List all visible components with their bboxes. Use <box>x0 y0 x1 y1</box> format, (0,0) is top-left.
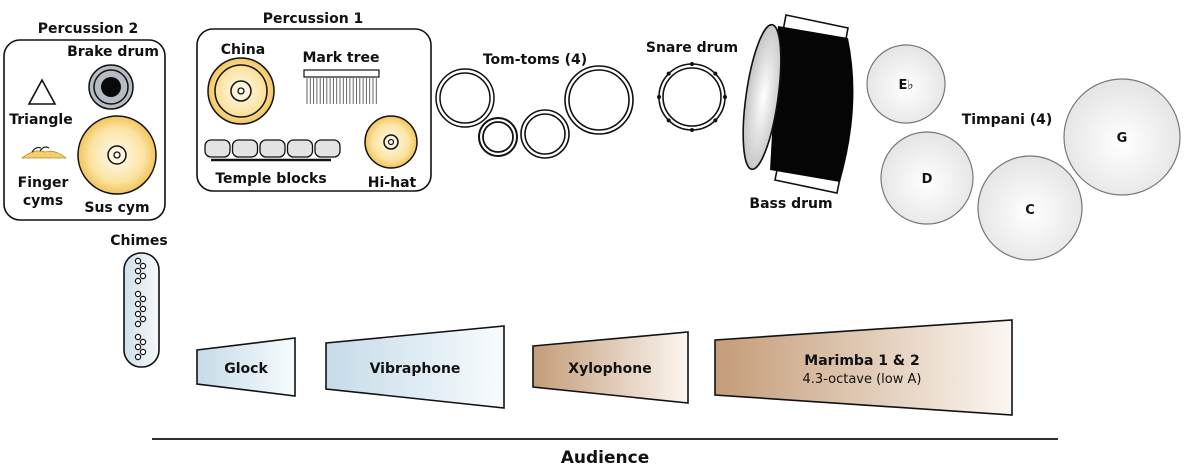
mark-tree-icon <box>303 69 380 104</box>
percussion-2-group: Percussion 2 Brake drum Triangle Finger … <box>3 21 166 221</box>
chime-tube <box>139 315 147 323</box>
marimba: Marimba 1 & 2 4.3-octave (low A) <box>714 319 1013 416</box>
chime-tube <box>134 333 142 341</box>
audience-label: Audience <box>561 448 650 468</box>
vibraphone: Vibraphone <box>325 325 505 409</box>
snare-lug <box>666 71 671 76</box>
snare-lug <box>690 128 694 132</box>
hi-hat-icon <box>364 115 418 169</box>
bass-drum-group: Bass drum <box>742 14 854 212</box>
glockenspiel-frame <box>196 337 296 397</box>
snare-lug <box>690 62 694 66</box>
suspended-cymbal-label: Sus cym <box>84 200 149 216</box>
marimba-frame <box>714 319 1013 416</box>
snare-lug <box>666 118 671 123</box>
chime-tube <box>139 272 147 280</box>
snare-drum-label: Snare drum <box>646 40 738 56</box>
snare-lug <box>713 71 718 76</box>
percussion-2-title: Percussion 2 <box>38 21 139 37</box>
timpani-note-g: G <box>1117 131 1128 146</box>
percussion-1-box <box>196 28 432 192</box>
timpani-e-flat: E♭ <box>866 44 946 124</box>
percussion-1-group: Percussion 1 China Mark tree Temple bloc… <box>196 11 432 192</box>
timpani-note-c: C <box>1025 203 1035 218</box>
chime-tube <box>134 343 142 351</box>
tom-tom-1 <box>435 68 495 128</box>
timpani-note-d: D <box>922 172 933 187</box>
brake-drum-label: Brake drum <box>67 44 159 60</box>
vibraphone-frame <box>325 325 505 409</box>
temple-block <box>314 139 341 158</box>
chime-tube <box>134 277 142 285</box>
snare-lug <box>713 118 718 123</box>
hi-hat-label: Hi-hat <box>368 175 417 191</box>
chime-tube <box>139 262 147 270</box>
tom-toms-label: Tom-toms (4) <box>483 52 587 68</box>
suspended-cymbal-icon <box>77 115 157 195</box>
bass-drum-label: Bass drum <box>749 196 832 212</box>
chime-tubes <box>134 257 147 361</box>
tom-tom-4 <box>564 65 634 135</box>
temple-block <box>231 139 259 158</box>
finger-cymbals-label-line2: cyms <box>23 193 63 209</box>
temple-blocks-label: Temple blocks <box>215 171 326 187</box>
chime-tube <box>139 305 147 313</box>
chime-tube <box>139 295 147 303</box>
glockenspiel-label: Glock <box>224 361 268 377</box>
chime-tube <box>139 348 147 356</box>
timpani-label: Timpani (4) <box>962 112 1053 128</box>
snare-lug <box>657 95 661 99</box>
timpani-note-e-flat: E♭ <box>898 78 913 93</box>
snare-drum-icon <box>657 62 727 132</box>
tom-tom-2 <box>478 117 518 157</box>
snare-drum-group: Snare drum <box>646 40 738 132</box>
triangle-label: Triangle <box>9 112 72 128</box>
temple-block <box>204 139 231 158</box>
temple-block <box>286 139 314 158</box>
percussion-1-title: Percussion 1 <box>263 11 364 27</box>
timpani-g: G <box>1063 78 1181 196</box>
marimba-label: Marimba 1 & 2 <box>804 353 919 369</box>
temple-blocks-icon <box>204 139 341 158</box>
temple-block <box>259 139 286 158</box>
chimes-group: Chimes <box>110 233 168 368</box>
mark-tree-label: Mark tree <box>302 50 379 66</box>
timpani-c: C <box>977 155 1083 261</box>
percussion-2-box <box>3 39 166 221</box>
tom-tom-3 <box>520 109 570 159</box>
marimba-subtitle: 4.3-octave (low A) <box>803 372 922 387</box>
china-label: China <box>221 42 265 58</box>
chime-tube <box>139 338 147 346</box>
chimes-label: Chimes <box>110 233 167 249</box>
chime-tube <box>134 257 142 265</box>
chime-tube <box>134 300 142 308</box>
bass-drum-icon <box>742 14 854 194</box>
chime-tube <box>134 290 142 298</box>
brake-drum-icon <box>88 64 134 110</box>
glockenspiel: Glock <box>196 337 296 397</box>
china-cymbal-icon <box>207 57 275 125</box>
triangle-icon <box>27 78 57 105</box>
finger-cymbals-label-line1: Finger <box>18 175 69 191</box>
vibraphone-label: Vibraphone <box>370 361 461 377</box>
chime-tube <box>134 310 142 318</box>
xylophone: Xylophone <box>532 331 689 404</box>
chime-tube <box>134 267 142 275</box>
finger-cymbals-icon <box>20 146 68 159</box>
chime-tube <box>134 353 142 361</box>
mallets-group: Glock Vibraphone Xylophone Marimba 1 & 2… <box>196 319 1013 416</box>
timpani-d: D <box>880 131 974 225</box>
tom-toms-group: Tom-toms (4) <box>435 52 634 159</box>
chime-tube <box>134 320 142 328</box>
xylophone-frame <box>532 331 689 404</box>
xylophone-label: Xylophone <box>568 361 651 377</box>
snare-lug <box>723 95 727 99</box>
timpani-group: Timpani (4) E♭ D C G <box>866 44 1181 261</box>
